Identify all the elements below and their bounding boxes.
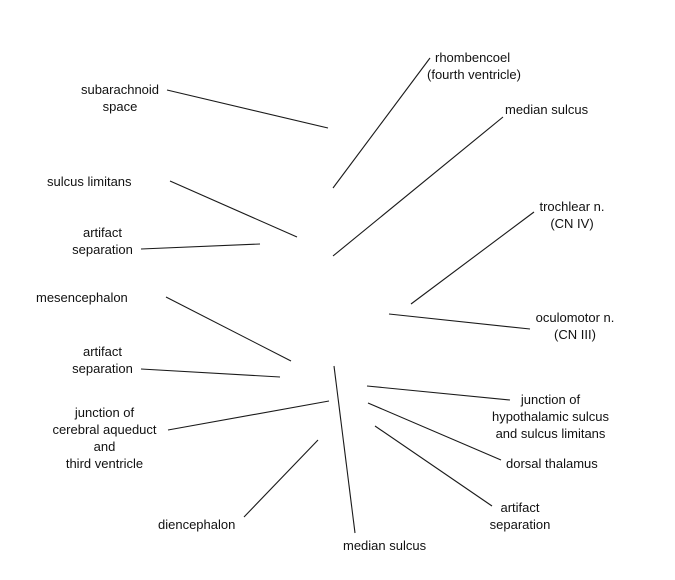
label-diencephalon: diencephalon xyxy=(158,517,236,532)
leader-trochlear xyxy=(410,211,535,305)
leader-junction-aqueduct xyxy=(167,400,330,431)
label-rhombencoel: rhombencoel (fourth ventricle) xyxy=(427,50,521,82)
label-artifact-separation-3: artifact separation xyxy=(489,500,551,532)
label-artifact-separation-1: artifact separation xyxy=(72,225,133,257)
leader-oculomotor xyxy=(388,313,531,330)
leader-junction-hypothalamic xyxy=(366,385,511,401)
label-junction-aqueduct: junction of cerebral aqueduct and third … xyxy=(52,405,157,471)
label-oculomotor: oculomotor n. (CN III) xyxy=(535,310,615,342)
leader-diencephalon xyxy=(243,439,319,518)
label-median-sulcus-upper: median sulcus xyxy=(505,102,589,117)
label-trochlear: trochlear n. (CN IV) xyxy=(539,199,605,231)
leader-artifact-separation-2 xyxy=(140,368,281,378)
label-subarachnoid-space: subarachnoid space xyxy=(80,82,160,114)
label-median-sulcus-lower: median sulcus xyxy=(343,538,427,553)
leader-artifact-separation-3 xyxy=(374,425,493,507)
label-junction-hypothalamic: junction of hypothalamic sulcus and sulc… xyxy=(491,392,610,441)
label-mesencephalon: mesencephalon xyxy=(36,290,128,305)
leader-artifact-separation-1 xyxy=(140,243,261,250)
label-artifact-separation-2: artifact separation xyxy=(72,344,133,376)
leader-median-sulcus-lower xyxy=(333,365,356,534)
leader-dorsal-thalamus xyxy=(367,402,502,461)
leader-rhombencoel xyxy=(332,57,431,189)
label-dorsal-thalamus: dorsal thalamus xyxy=(506,456,598,471)
label-sulcus-limitans: sulcus limitans xyxy=(47,174,132,189)
leader-subarachnoid-space xyxy=(166,89,329,129)
leader-sulcus-limitans xyxy=(169,180,298,238)
leader-mesencephalon xyxy=(165,296,292,362)
leader-median-sulcus-upper xyxy=(332,116,504,257)
